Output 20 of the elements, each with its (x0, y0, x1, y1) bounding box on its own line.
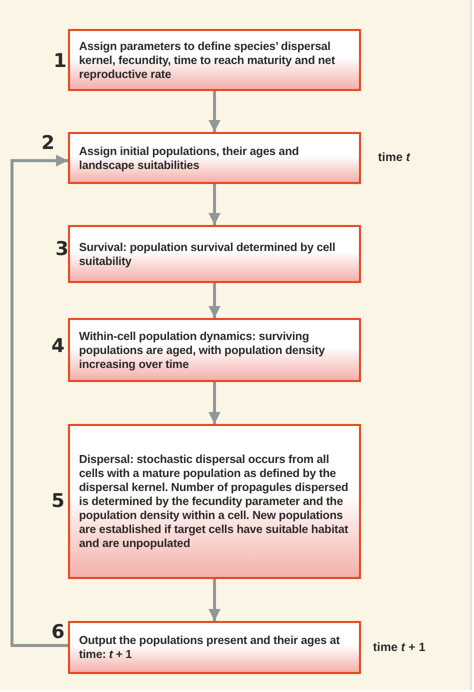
arrow (208, 91, 220, 132)
process-box: Assign parameters to define species’ dispersal kernel, fecundity, time to reach maturity and net reproductive rate (68, 29, 361, 91)
arrow (208, 184, 220, 225)
step-number: 2 (40, 132, 56, 154)
step-number: 4 (50, 335, 66, 357)
step-number: 1 (52, 50, 68, 72)
process-box: Output the populations present and their ages at time: t + 1 (68, 621, 361, 674)
arrow (208, 579, 220, 621)
step-number: 5 (50, 490, 66, 512)
step-number: 6 (50, 621, 66, 643)
arrow (208, 382, 220, 424)
time-label: time t + 1 (373, 640, 426, 654)
process-box: Within-cell population dynamics: surviving populations are aged, with population density increasing over time (68, 318, 361, 382)
process-box: Survival: population survival determined by cell suitability (68, 225, 361, 283)
time-label: time t (378, 150, 410, 164)
process-box: Assign initial populations, their ages and landscape suitabilities (68, 132, 361, 184)
step-number: 3 (54, 238, 70, 260)
arrow (10, 154, 68, 647)
process-box: Dispersal: stochastic dispersal occurs from all cells with a mature population as defined by the dispersal kernel. Number of propagules dispersed is determined by the fecundity parameter and the population density within a cell. New populations are established if target cells have suitable habitat and are unpopulated (68, 424, 361, 579)
arrow (208, 283, 220, 318)
